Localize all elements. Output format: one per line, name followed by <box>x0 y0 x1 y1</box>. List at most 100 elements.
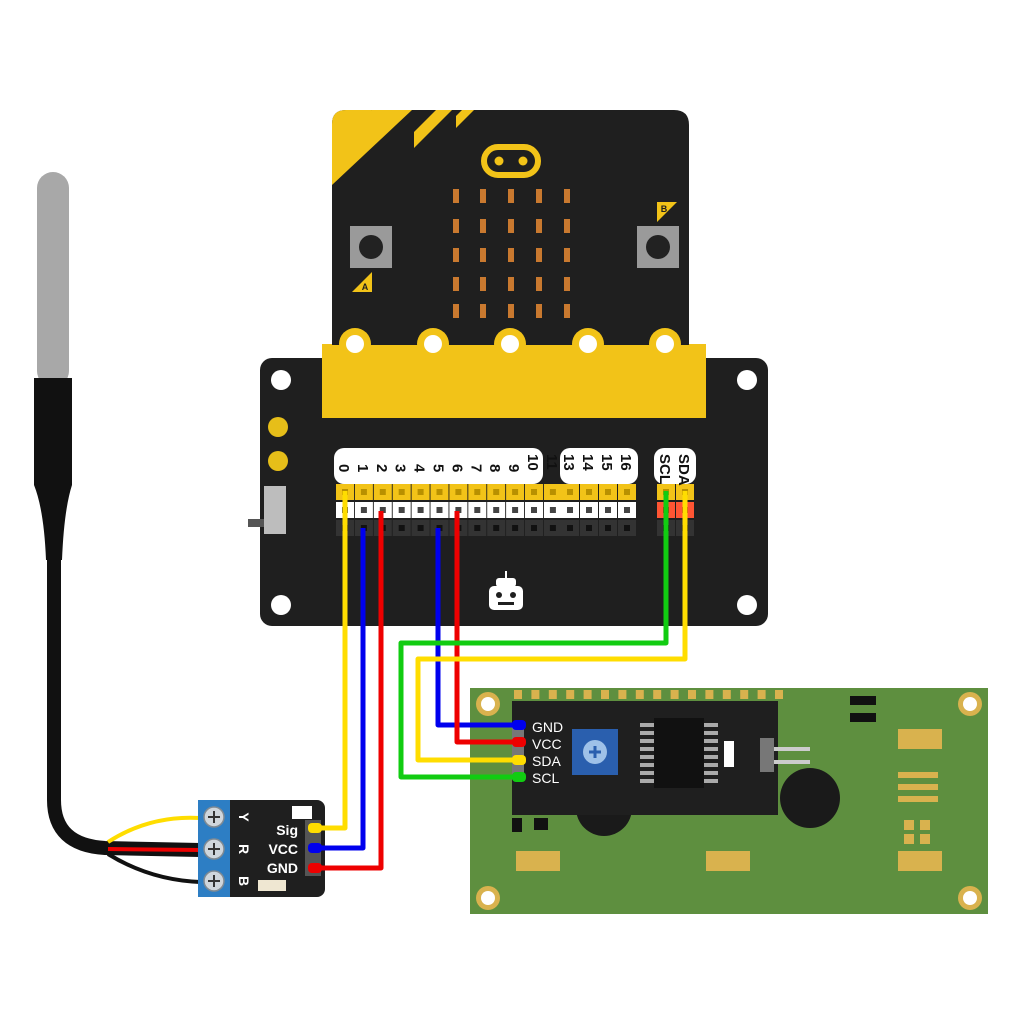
pin-vcc-hole-13 <box>567 507 573 513</box>
pin-vcc-hole-9 <box>512 507 519 513</box>
probe-wire-red <box>107 847 201 852</box>
chip-leg-right-3 <box>704 747 718 751</box>
pin-signal-hole-4 <box>417 489 424 495</box>
pin-signal-hole-15 <box>605 489 611 495</box>
backpack-header-pins <box>512 725 524 779</box>
led-2-4 <box>564 248 570 262</box>
jumper-wires <box>315 491 688 871</box>
led-3-4 <box>564 277 570 291</box>
lcd-pad-6 <box>618 690 627 699</box>
led-3-3 <box>536 277 542 291</box>
microphone-logo <box>481 144 541 178</box>
led-4-1 <box>480 304 486 318</box>
lcd-pad-0 <box>514 690 522 699</box>
led-1-0 <box>453 219 459 233</box>
probe-sleeve <box>34 378 72 560</box>
chip-leg-left-7 <box>640 779 654 783</box>
lcd-blob-right <box>780 768 840 828</box>
probe-wire-black <box>106 852 201 884</box>
wire-gnd-to-shield <box>315 511 384 871</box>
lcd-mount-hole-bl <box>476 886 500 910</box>
led-2-1 <box>480 248 486 262</box>
pin-signal-hole-5 <box>436 489 443 495</box>
pin-vcc-hole-15 <box>605 507 611 513</box>
probe-wire-yellow <box>106 815 201 844</box>
backpack-led <box>724 741 734 767</box>
pin-label-9: 9 <box>505 464 522 472</box>
lcd-pad-13 <box>740 690 749 699</box>
pin-signal-hole-2 <box>379 489 386 495</box>
probe-cable <box>47 553 207 857</box>
power-switch-lever <box>248 519 264 527</box>
button-b[interactable] <box>637 226 679 268</box>
edge-ring-0 <box>339 328 371 360</box>
pin-signal-hole-8 <box>493 489 500 495</box>
pin-vcc-hole-14 <box>586 507 592 513</box>
wire-lcd-gnd <box>435 528 519 728</box>
led-0-4 <box>564 189 570 203</box>
chip-leg-right-4 <box>704 755 718 759</box>
led-1-4 <box>564 219 570 233</box>
chip-leg-left-6 <box>640 771 654 775</box>
shield-led-2 <box>268 451 288 471</box>
led-4-0 <box>453 304 459 318</box>
microphone-dot-left <box>494 156 504 166</box>
mount-hole-bl <box>271 595 291 615</box>
pin-signal-hole-9 <box>512 489 519 495</box>
potentiometer-slot <box>589 746 601 758</box>
temperature-probe <box>34 172 207 884</box>
lcd-pad-1 <box>531 690 540 699</box>
robot-logo <box>489 571 523 610</box>
pin-signal-hole-14 <box>586 489 592 495</box>
pin-label-gnd: GND <box>267 860 298 876</box>
pin-vcc-hole-7 <box>474 507 481 513</box>
sensor-board <box>200 800 325 897</box>
pin-label-1: 1 <box>354 464 371 472</box>
pin-gnd-hole-13 <box>567 525 573 531</box>
pin-signal-hole-11 <box>549 489 556 495</box>
led-1-2 <box>508 219 514 233</box>
wire-vcc-to-shield <box>315 528 366 851</box>
pin-signal-hole-13 <box>567 489 573 495</box>
pin-gnd-hole-3 <box>398 525 405 531</box>
lcd-top-pads <box>512 690 783 713</box>
pin-label-panel-1 <box>334 448 543 484</box>
chip-leg-right-1 <box>704 731 718 735</box>
lcd-pad-2 <box>548 690 557 699</box>
pin-label-SCL: SCL <box>656 454 673 484</box>
pin-label-3: 3 <box>392 464 409 472</box>
led-4-4 <box>564 304 570 318</box>
backlight-jumper-pin-2 <box>774 760 810 764</box>
pin-gnd-hole-4 <box>417 525 424 531</box>
led-1-3 <box>536 219 542 233</box>
pin-vcc-hole-6 <box>455 507 462 513</box>
pin-label-16: 16 <box>617 454 634 471</box>
microphone-dot-right <box>518 156 528 166</box>
pin-vcc-hole-2 <box>379 507 386 513</box>
lcd-pad-strip <box>512 701 778 713</box>
pin-gnd-hole-15 <box>605 525 611 531</box>
chip-legs <box>640 723 718 783</box>
led-1-1 <box>480 219 486 233</box>
lcd-pad-3 <box>566 690 575 699</box>
button-a[interactable] <box>350 226 392 268</box>
wire-letter-b: B <box>236 876 252 886</box>
lcd-mount-hole-tl <box>476 692 500 716</box>
pin-vcc-hole-8 <box>493 507 500 513</box>
chip-leg-right-0 <box>704 723 718 727</box>
led-3-1 <box>480 277 486 291</box>
pin-label-sig: Sig <box>276 822 298 838</box>
wire-sig-to-pin0 <box>315 491 348 831</box>
led-0-3 <box>536 189 542 203</box>
chip-leg-left-4 <box>640 755 654 759</box>
chip-leg-left-3 <box>640 747 654 751</box>
chip-leg-right-5 <box>704 763 718 767</box>
lcd-pad-10 <box>688 690 696 699</box>
button-a-marker <box>352 272 372 292</box>
backlight-jumper-pin-1 <box>774 747 810 751</box>
lcd-pad-9 <box>670 690 679 699</box>
pin-gnd-hole-14 <box>586 525 592 531</box>
pin-label-15: 15 <box>598 454 615 471</box>
lcd-pin-label-gnd: GND <box>532 719 563 735</box>
